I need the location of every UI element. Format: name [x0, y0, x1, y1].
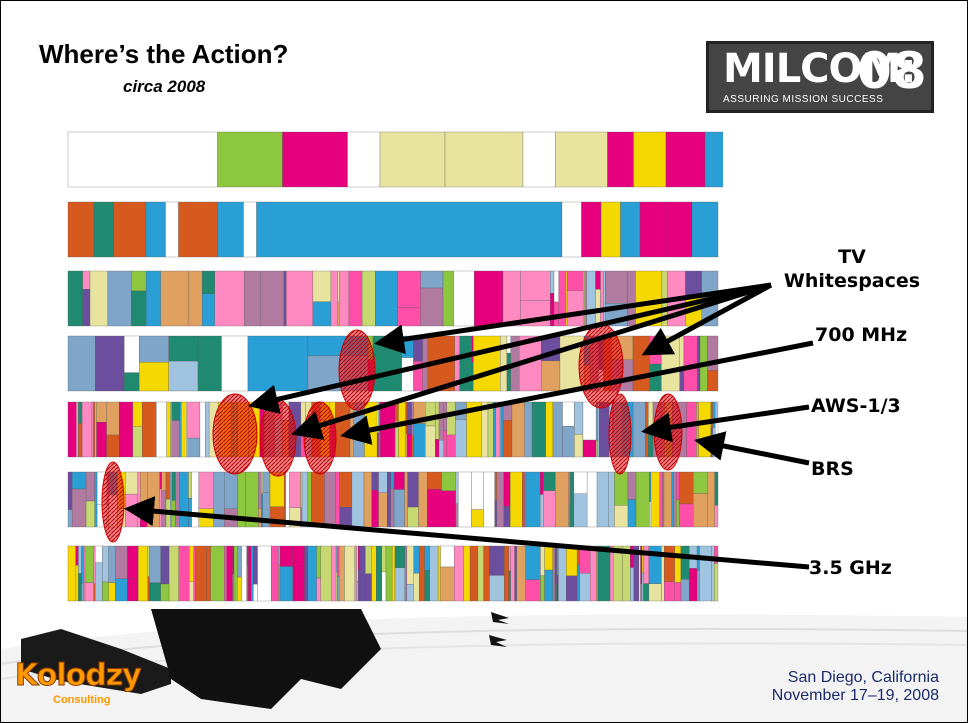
band-block: [217, 201, 244, 258]
band-block: [67, 131, 218, 188]
band-block: [714, 505, 719, 528]
band-block: [691, 201, 719, 258]
label-tv-whitespaces: TV Whitespaces: [766, 245, 938, 293]
arrow-35ghz: [124, 496, 810, 570]
band-block: [707, 370, 719, 392]
logo-name: MILCOM:: [723, 46, 916, 92]
band-block: [113, 201, 147, 258]
spectrum-bands: [67, 131, 723, 602]
venue-city: San Diego, California: [787, 669, 939, 686]
ship-silhouette: [21, 629, 171, 694]
logo-tagline: ASSURING MISSION SUCCESS: [723, 94, 884, 105]
band-block: [555, 131, 608, 188]
band-block: [473, 335, 501, 392]
arrow-tv-1: [374, 282, 772, 355]
highlight-ellipse: [101, 461, 125, 543]
band-block: [67, 201, 95, 258]
band-block: [138, 335, 169, 363]
band-block: [607, 131, 634, 188]
band-block: [639, 201, 667, 258]
soldier-silhouette: [151, 609, 381, 709]
jet-silhouette: [489, 635, 507, 647]
label-3-5ghz: 3.5 GHz: [809, 557, 892, 579]
band-block: [665, 201, 693, 258]
slide-subtitle: circa 2008: [123, 77, 206, 96]
band-block: [286, 270, 314, 327]
highlight-ellipse: [338, 329, 376, 411]
arrow-tv-4: [291, 282, 772, 440]
band-block: [168, 335, 199, 362]
band-block: [247, 335, 309, 392]
arrow-tv-3: [248, 282, 772, 414]
band-block: [217, 131, 283, 188]
jet-silhouette: [491, 612, 509, 624]
arrow-aws: [641, 404, 810, 443]
arrow-tv-2: [641, 282, 773, 356]
footer-graphic: [1, 609, 967, 722]
band-block: [282, 131, 348, 188]
venue-info: San Diego, California November 17–19, 20…: [772, 669, 939, 705]
band-block: [347, 131, 381, 188]
highlight-ellipse: [608, 393, 632, 475]
band-block: [665, 131, 706, 188]
band-block: [178, 201, 218, 258]
label-whitespaces: Whitespaces: [783, 270, 921, 292]
band-block: [221, 335, 249, 392]
band-block: [168, 360, 199, 392]
milcom-logo: MILCOM: 08 ASSURING MISSION SUCCESS: [706, 41, 934, 113]
band-block: [214, 270, 245, 327]
label-brs: BRS: [811, 458, 854, 480]
band-block: [379, 131, 446, 188]
band-block: [474, 270, 504, 327]
band-block: [444, 131, 524, 188]
kolodzy-logo: Kolodzy Consulting: [15, 658, 143, 716]
highlight-ellipse: [212, 393, 258, 475]
arrow-brs: [694, 431, 810, 466]
label-700mhz: 700 MHz: [815, 324, 908, 346]
spectrum-allocation-chart: [67, 131, 723, 602]
brand-sub: Consulting: [53, 694, 111, 706]
logo-year: 08: [857, 42, 927, 100]
band-block: [67, 335, 96, 392]
highlight-ellipses: [101, 323, 683, 543]
brand-name: Kolodzy: [15, 658, 143, 694]
slide-title: Where’s the Action?: [39, 39, 289, 69]
label-tv: TV: [838, 246, 866, 268]
band-block: [704, 131, 723, 188]
label-aws: AWS-1/3: [811, 395, 901, 417]
band-block: [95, 335, 125, 392]
band-block: [256, 201, 563, 258]
band-block: [633, 131, 667, 188]
venue-dates: November 17–19, 2008: [771, 687, 939, 704]
band-block: [713, 563, 719, 602]
arrow-700: [340, 340, 814, 445]
